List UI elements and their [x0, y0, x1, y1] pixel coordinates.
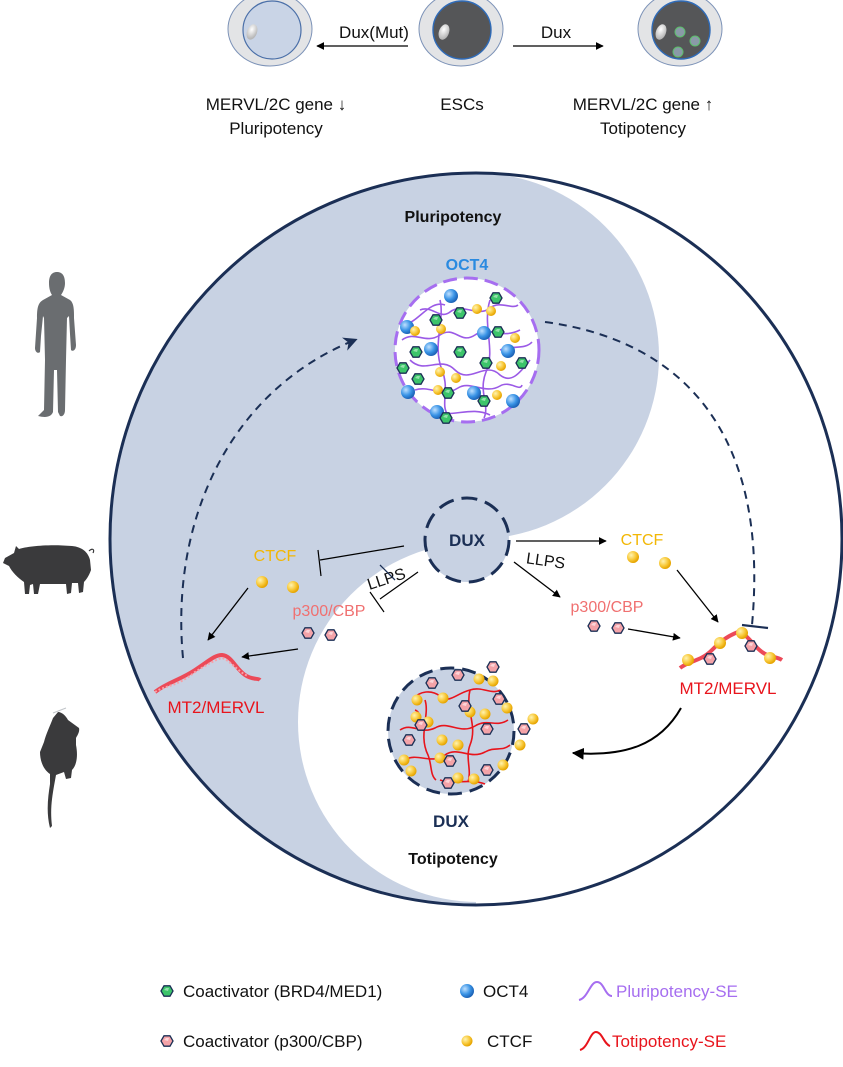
right-p300-hexagon — [587, 620, 601, 632]
dux-label: Dux — [541, 23, 572, 42]
legend-pluripotency-se-label: Pluripotency-SE — [616, 982, 738, 1001]
right-cell-caption-2: Totipotency — [600, 119, 686, 138]
legend-red-peak-icon — [579, 1030, 611, 1051]
right-mt2-mervl-label: MT2/MERVL — [680, 679, 777, 698]
center-cell-caption: ESCs — [440, 95, 483, 114]
yin-yang-panel: Pluripotency Totipotency OCT4 — [108, 171, 843, 907]
left-cell-caption-1: MERVL/2C gene ↓ — [206, 95, 346, 114]
left-p300-hexagon — [324, 629, 338, 641]
right-cell-caption-1: MERVL/2C gene ↑ — [573, 95, 713, 114]
ctcf-spheres-lower — [398, 673, 539, 785]
legend-ctcf-sphere-icon — [461, 1035, 473, 1047]
dux-condensate-center: DUX — [423, 496, 511, 584]
feedback-dashed-arrow — [180, 337, 358, 659]
nucleolus-dot — [689, 35, 701, 47]
top-panel: Dux(Mut) Dux MERVL/2C gene ↓ Pluripotenc… — [206, 0, 723, 138]
right-p300-hexagon — [611, 622, 625, 634]
right-mt2-mervl-dna-icon — [678, 627, 784, 670]
dux-mut-label: Dux(Mut) — [339, 23, 409, 42]
mervl-to-totipotency-arrow — [571, 707, 682, 760]
right-ctcf-to-mervl-arrow — [676, 569, 719, 623]
left-p300-inhibit-bar — [369, 591, 385, 613]
left-ctcf-sphere — [287, 581, 299, 593]
totipotency-condensate — [386, 661, 539, 796]
left-ctcf-label: CTCF — [254, 548, 297, 565]
inhibition-bar — [741, 623, 769, 630]
left-p300-hexagon — [301, 627, 315, 639]
ctcf-to-mervl-arrow — [207, 587, 249, 641]
pluripotency-condensate — [393, 276, 541, 424]
right-llps-label: LLPS — [525, 550, 566, 572]
legend-green-hexagon-icon — [160, 985, 174, 997]
left-ctcf-inhibit-bar — [317, 549, 322, 577]
left-cell-caption-2: Pluripotency — [229, 119, 323, 138]
oct4-label: OCT4 — [446, 257, 489, 274]
nucleolus-dot — [674, 26, 686, 38]
cross-mark — [379, 564, 396, 581]
ctcf-spheres — [410, 304, 520, 400]
right-ctcf-sphere — [659, 557, 671, 569]
nucleolus-dot — [672, 46, 684, 58]
dux-to-p300-arrow — [513, 561, 561, 598]
legend-p300-cbp-label: Coactivator (p300/CBP) — [183, 1032, 363, 1051]
dux-center-label: DUX — [449, 531, 486, 550]
mouse-icon — [40, 707, 80, 828]
right-ctcf-sphere — [627, 551, 639, 563]
human-icon — [35, 272, 76, 417]
left-mt2-mervl-dna-icon — [153, 652, 262, 694]
p300-to-mervl-arrow — [241, 648, 299, 660]
left-mt2-mervl-label: MT2/MERVL — [168, 698, 265, 717]
pluripotency-title: Pluripotency — [405, 209, 502, 226]
esc-cell-icon — [418, 0, 504, 67]
legend-purple-peak-icon — [578, 980, 613, 1001]
dux-lower-label: DUX — [433, 812, 470, 831]
totipotent-cell-icon — [637, 0, 723, 67]
left-ctcf-inhibit-line — [319, 545, 405, 561]
left-p300-inhibit-line — [379, 571, 419, 600]
legend-totipotency-se-label: Totipotency-SE — [612, 1032, 726, 1051]
legend-oct4-label: OCT4 — [483, 982, 528, 1001]
pig-icon — [3, 545, 95, 594]
right-p300-label: p300/CBP — [571, 599, 644, 616]
totipotency-title: Totipotency — [408, 851, 498, 868]
legend: Coactivator (BRD4/MED1) OCT4 Pluripotenc… — [160, 980, 738, 1051]
legend-pink-hexagon-icon — [160, 1035, 174, 1047]
legend-ctcf-label: CTCF — [487, 1032, 532, 1051]
right-ctcf-label: CTCF — [621, 532, 664, 549]
legend-oct4-sphere-icon — [460, 984, 474, 998]
pluripotent-cell-icon — [227, 0, 313, 67]
left-p300-label: p300/CBP — [293, 603, 366, 620]
right-p300-to-mervl-arrow — [627, 628, 681, 641]
left-ctcf-sphere — [256, 576, 268, 588]
main-boundary — [108, 171, 843, 907]
inhibition-dashed-arc — [544, 321, 756, 626]
legend-brd4-med1-label: Coactivator (BRD4/MED1) — [183, 982, 382, 1001]
